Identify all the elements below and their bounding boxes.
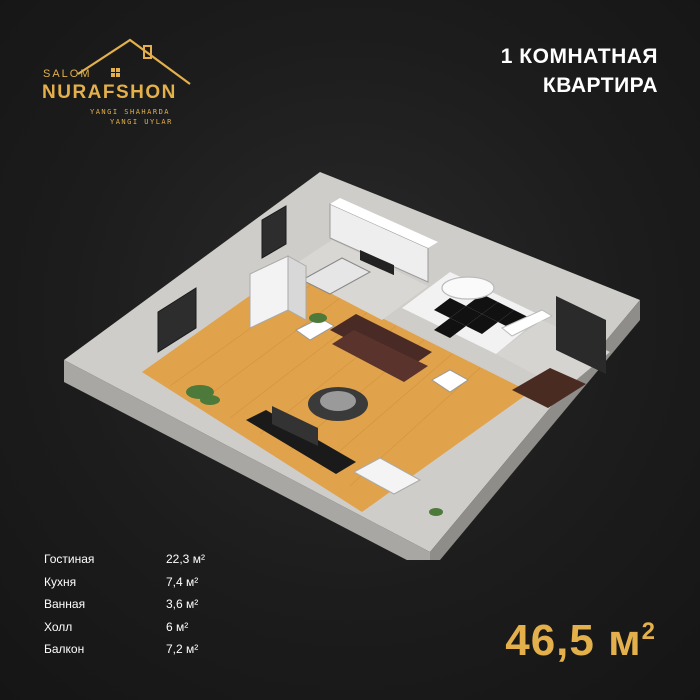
coffee-table-top [320, 391, 356, 411]
room-area: 6 м² [166, 619, 189, 634]
bathroom-checker-tiles [434, 294, 530, 338]
hall-wardrobe [556, 296, 606, 374]
logo-top-word: SALOM [43, 68, 92, 80]
apartment-title: 1 КОМНАТНАЯ КВАРТИРА [501, 42, 658, 100]
room-name: Ванная [44, 597, 86, 611]
logo-main-word: NURAFSHON [42, 82, 177, 103]
room-area: 22,3 м² [166, 552, 205, 566]
plant-icon [186, 313, 443, 516]
total-area-value: 46,5 м [505, 616, 642, 665]
room-area: 3,6 м² [166, 597, 199, 611]
total-area-unit-superscript: 2 [641, 618, 656, 645]
tv-stand [246, 410, 356, 474]
kitchen-cabinets-top [330, 198, 438, 248]
white-cabinet [352, 457, 422, 495]
logo-tagline-2: YANGI UYLAR [110, 118, 173, 126]
tv [272, 406, 318, 446]
bathtub [441, 276, 495, 300]
room-row: Балкон 7,2 м² [44, 642, 214, 665]
sofa-seat [332, 330, 428, 382]
side-table-right [431, 369, 469, 393]
floor-plan-illustration [64, 172, 640, 560]
title-line-2: КВАРТИРА [542, 74, 658, 97]
room-row: Ванная 3,6 м² [44, 597, 214, 620]
room-area-list: Гостиная 22,3 м² Кухня 7,4 м² Ванная 3,6… [44, 552, 214, 665]
bathroom-counter [501, 309, 554, 337]
room-area: 7,4 м² [166, 574, 199, 589]
house-roof-icon [77, 38, 191, 85]
room-name: Балкон [44, 642, 85, 656]
room-name: Гостиная [44, 552, 95, 566]
hall-floor [496, 320, 610, 390]
room-name: Холл [44, 619, 73, 634]
room-area: 7,2 м² [166, 642, 199, 656]
title-line-1: 1 КОМНАТНАЯ [500, 45, 658, 68]
kitchen-floor [286, 240, 428, 320]
dining-table [300, 257, 372, 295]
logo-tagline-1: YANGI SHAHARDA [90, 108, 171, 116]
brand-logo: SALOM NURAFSHON YANGI SHAHARDA YANGI UYL… [40, 36, 200, 136]
side-table-left [295, 317, 335, 341]
total-area: 46,5 м2 [505, 616, 656, 666]
room-row: Кухня 7,4 м² [44, 575, 214, 598]
windows [157, 205, 287, 353]
room-name: Кухня [44, 574, 77, 589]
entrance-rug [512, 368, 586, 408]
room-row: Холл 6 м² [44, 620, 214, 643]
wardrobe-side [287, 255, 307, 321]
wall-front-side [64, 360, 430, 560]
stove [360, 250, 394, 276]
room-row: Гостиная 22,3 м² [44, 552, 214, 575]
